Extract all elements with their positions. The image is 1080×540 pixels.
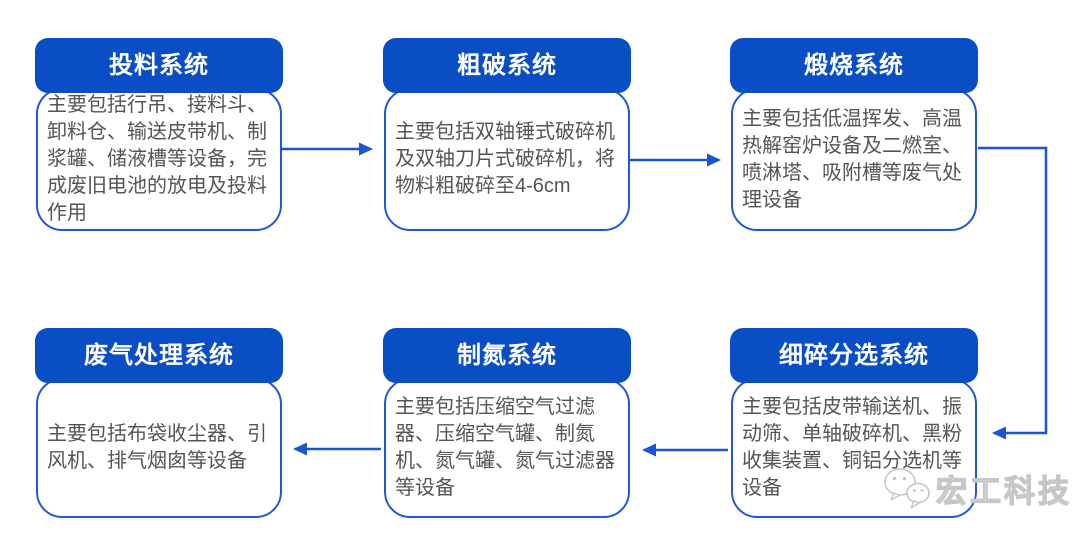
system-description-fine-crushing-sorting: 主要包括皮带输送机、振动筛、单轴破碎机、黑粉收集装置、铜铝分选机等设备 — [731, 378, 977, 518]
system-title-fine-crushing-sorting: 细碎分选系统 — [730, 328, 978, 383]
system-description-coarse-crushing: 主要包括双轴锤式破碎机及双轴刀片式破碎机，将物料粗破碎至4-6cm — [384, 88, 630, 231]
system-box-calcination: 煅烧系统 主要包括低温挥发、高温热解窑炉设备及二燃室、喷淋塔、吸附槽等废气处理设… — [730, 38, 978, 231]
system-box-nitrogen-generation: 制氮系统 主要包括压缩空气过滤器、压缩空气罐、制氮机、氮气罐、氮气过滤器等设备 — [383, 328, 631, 518]
system-description-text: 主要包括低温挥发、高温热解窑炉设备及二燃室、喷淋塔、吸附槽等废气处理设备 — [742, 107, 962, 211]
system-box-waste-gas-treatment: 废气处理系统 主要包括布袋收尘器、引风机、排气烟囱等设备 — [35, 328, 283, 518]
system-description-text: 主要包括皮带输送机、振动筛、单轴破碎机、黑粉收集装置、铜铝分选机等设备 — [742, 396, 962, 499]
watermark: 宏工科技 — [880, 465, 1072, 511]
system-description-text: 主要包括行吊、接料斗、卸料仓、输送皮带机、制浆罐、储液槽等设备，完成废旧电池的放… — [47, 94, 267, 224]
system-title-calcination: 煅烧系统 — [730, 38, 978, 93]
watermark-text: 宏工科技 — [935, 473, 1072, 509]
system-description-text: 主要包括双轴锤式破碎机及双轴刀片式破碎机，将物料粗破碎至4-6cm — [395, 121, 615, 197]
wechat-icon — [884, 468, 930, 509]
system-title-waste-gas-treatment: 废气处理系统 — [35, 328, 283, 383]
system-title-feeding: 投料系统 — [35, 38, 283, 93]
system-box-coarse-crushing: 粗破系统 主要包括双轴锤式破碎机及双轴刀片式破碎机，将物料粗破碎至4-6cm — [383, 38, 631, 231]
system-description-waste-gas-treatment: 主要包括布袋收尘器、引风机、排气烟囱等设备 — [36, 378, 282, 518]
system-description-feeding: 主要包括行吊、接料斗、卸料仓、输送皮带机、制浆罐、储液槽等设备，完成废旧电池的放… — [36, 88, 282, 231]
system-description-text: 主要包括布袋收尘器、引风机、排气烟囱等设备 — [47, 423, 267, 472]
system-box-fine-crushing-sorting: 细碎分选系统 主要包括皮带输送机、振动筛、单轴破碎机、黑粉收集装置、铜铝分选机等… — [730, 328, 978, 518]
system-box-feeding: 投料系统 主要包括行吊、接料斗、卸料仓、输送皮带机、制浆罐、储液槽等设备，完成废… — [35, 38, 283, 231]
system-description-text: 主要包括压缩空气过滤器、压缩空气罐、制氮机、氮气罐、氮气过滤器等设备 — [395, 396, 615, 499]
system-description-calcination: 主要包括低温挥发、高温热解窑炉设备及二燃室、喷淋塔、吸附槽等废气处理设备 — [731, 88, 977, 231]
system-title-nitrogen-generation: 制氮系统 — [383, 328, 631, 383]
system-description-nitrogen-generation: 主要包括压缩空气过滤器、压缩空气罐、制氮机、氮气罐、氮气过滤器等设备 — [384, 378, 630, 518]
arrow-calcination-to-fine-crushing — [978, 146, 1048, 440]
system-title-coarse-crushing: 粗破系统 — [383, 38, 631, 93]
